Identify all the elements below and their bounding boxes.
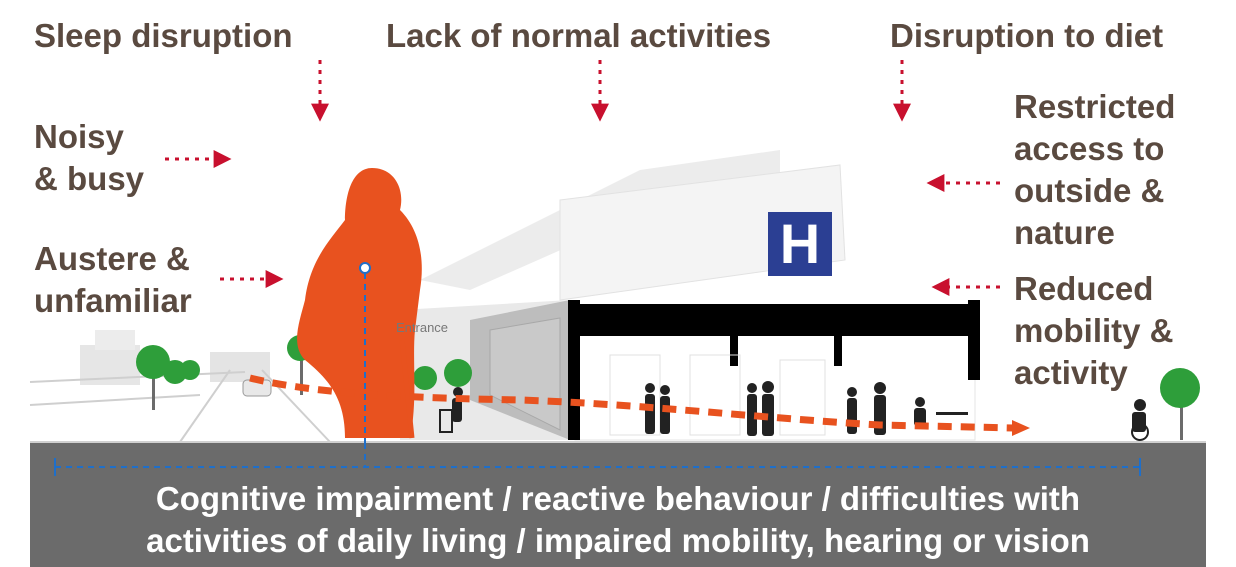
road (29, 369, 331, 443)
label-mobility-line-3: activity (1014, 354, 1128, 391)
label-austere-line-1: Austere & (34, 240, 190, 277)
label-disruption-diet: Disruption to diet (890, 17, 1164, 54)
label-mobility-line-1: Reduced (1014, 270, 1154, 307)
label-mobility-line-2: mobility & (1014, 312, 1174, 349)
label-austere-line-2: unfamiliar (34, 282, 192, 319)
red-arrows (165, 60, 1000, 296)
label-austere-unfamiliar: Austere & unfamiliar (34, 238, 192, 322)
label-noisy-line-1: Noisy (34, 118, 124, 155)
caption-line-2: activities of daily living / impaired mo… (146, 522, 1090, 559)
label-reduced-mobility: Reduced mobility & activity (1014, 268, 1174, 394)
trees (136, 335, 1200, 440)
caption-band (30, 443, 1206, 567)
label-access-line-2: access to (1014, 130, 1165, 167)
elderly-person-figure (297, 168, 422, 439)
label-sleep-disruption: Sleep disruption (34, 17, 293, 54)
movement-path-arrowhead (1012, 420, 1030, 436)
label-noisy-busy: Noisy & busy (34, 116, 144, 200)
label-noisy-line-2: & busy (34, 160, 145, 197)
label-restricted-access: Restricted access to outside & nature (1014, 86, 1175, 254)
label-access-line-3: outside & (1014, 172, 1165, 209)
hospital-sign: H (768, 212, 832, 276)
label-lack-of-activities: Lack of normal activities (386, 17, 772, 54)
label-access-line-1: Restricted (1014, 88, 1176, 125)
entrance-sign: Entrance (396, 320, 449, 335)
impairment-caption: Cognitive impairment / reactive behaviou… (30, 478, 1206, 562)
caption-line-1: Cognitive impairment / reactive behaviou… (155, 480, 1081, 517)
movement-path (249, 374, 1016, 432)
label-access-line-4: nature (1014, 214, 1115, 251)
